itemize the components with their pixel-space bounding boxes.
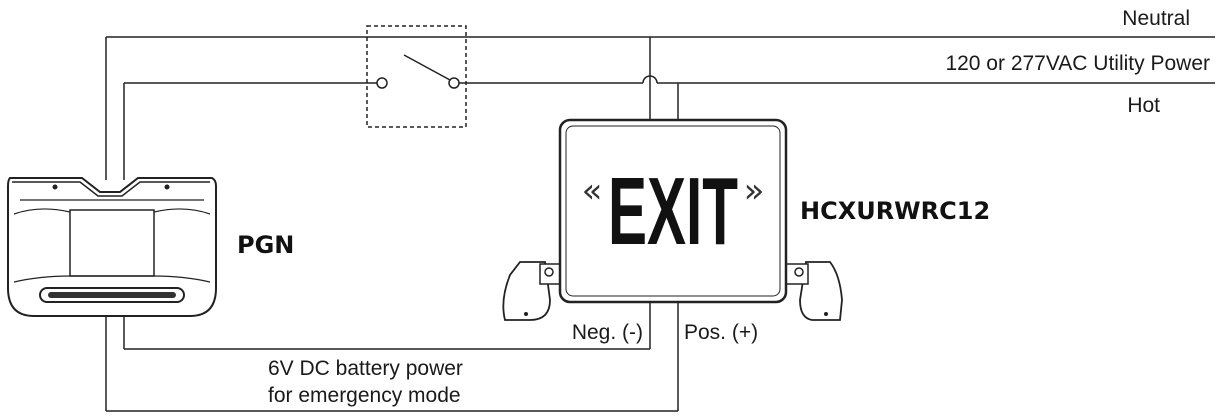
label-neutral: Neutral (1122, 7, 1190, 30)
hot-wire (123, 75, 1215, 180)
label-battery-line1: 6V DC battery power (268, 357, 463, 380)
exit-sign-text: EXIT (608, 158, 738, 265)
label-utility-power: 120 or 277VAC Utility Power (945, 52, 1210, 75)
label-negative: Neg. (-) (572, 321, 643, 344)
left-chevron-icon: « (582, 171, 603, 211)
label-model: HCXURWRC12 (800, 197, 990, 225)
wall-switch (366, 25, 467, 128)
exit-sign: EXIT « » (502, 118, 843, 321)
label-hot: Hot (1127, 94, 1160, 117)
right-chevron-icon: » (744, 171, 765, 211)
pgn-unit (7, 177, 217, 317)
battery-wires (105, 302, 679, 412)
label-battery-line2: for emergency mode (268, 384, 461, 407)
label-pgn: PGN (237, 231, 294, 259)
label-positive: Pos. (+) (684, 321, 758, 344)
